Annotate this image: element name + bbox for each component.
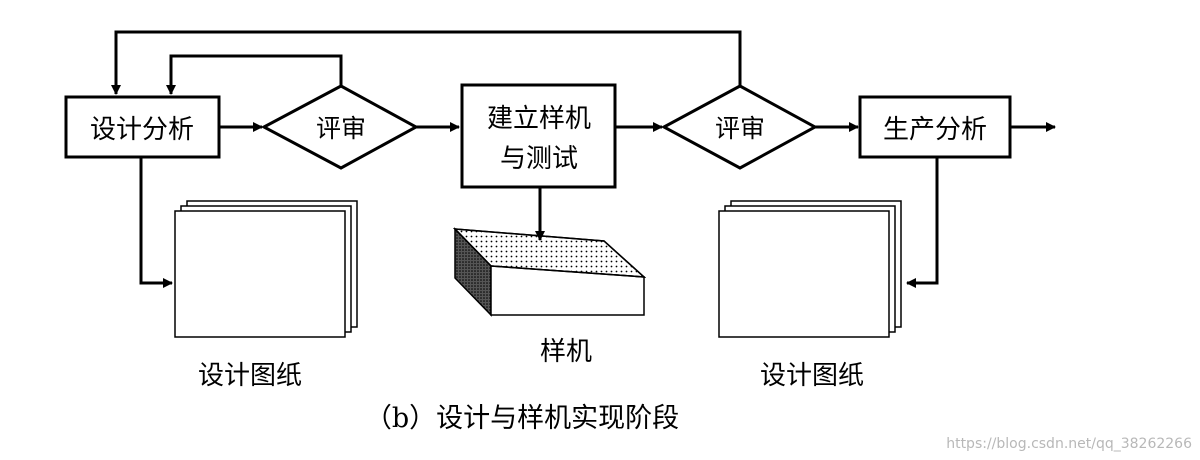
flow-arrows xyxy=(139,122,1056,288)
node-design-analysis: 设计分析 xyxy=(64,95,221,159)
node-build-prototype-line2: 与测试 xyxy=(500,144,578,174)
node-review-2-label: 评审 xyxy=(715,114,765,143)
drawings-stack-right xyxy=(718,200,902,338)
feedback-loop-inner xyxy=(166,54,343,95)
node-design-analysis-label: 设计分析 xyxy=(90,115,194,145)
label-drawings-right: 设计图纸 xyxy=(760,361,864,391)
prototype-model-icon xyxy=(453,227,647,317)
node-production-analysis: 生产分析 xyxy=(858,95,1012,159)
node-build-prototype: 建立样机 与测试 xyxy=(460,83,617,189)
arrow-production-to-drawings xyxy=(906,158,939,288)
label-drawings-left: 设计图纸 xyxy=(198,361,302,391)
label-prototype: 样机 xyxy=(540,337,592,367)
watermark-url: https://blog.csdn.net/qq_38262266 xyxy=(946,436,1192,452)
node-build-prototype-line1: 建立样机 xyxy=(487,104,591,134)
arrow-analysis-to-drawings xyxy=(139,158,173,288)
node-production-analysis-label: 生产分析 xyxy=(883,115,987,145)
feedback-loop-outer xyxy=(111,30,742,97)
drawings-stack-left xyxy=(174,200,358,338)
node-review-1-label: 评审 xyxy=(316,114,366,143)
figure-caption: （b）设计与样机实现阶段 xyxy=(365,403,679,434)
node-review-1: 评审 xyxy=(260,84,420,170)
node-review-2: 评审 xyxy=(660,84,819,170)
